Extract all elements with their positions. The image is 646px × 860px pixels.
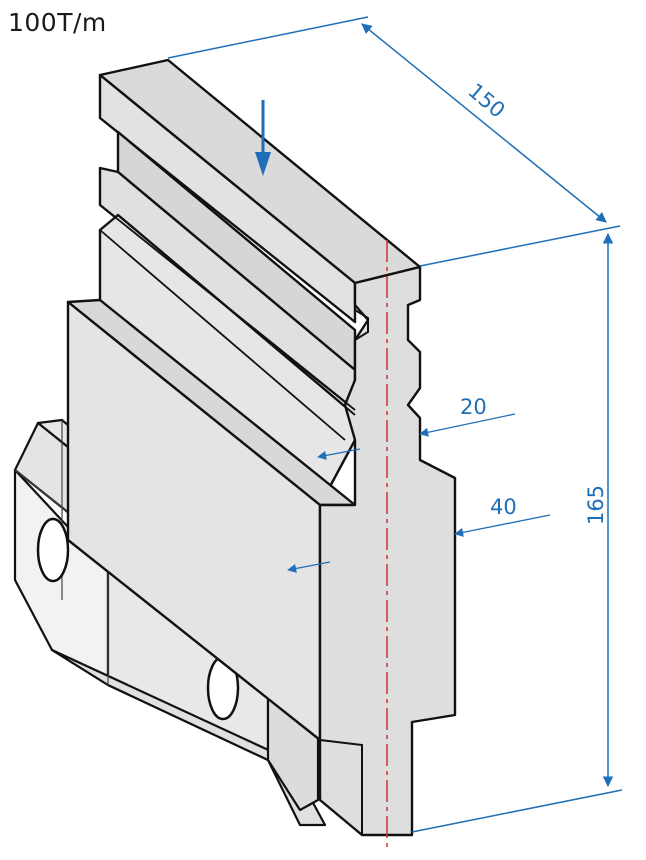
- groove-line: [117, 131, 356, 331]
- dimension-height-label: 165: [584, 485, 608, 525]
- dimension-width-body-label: 40: [490, 495, 517, 519]
- dimension-length: [167, 16, 621, 267]
- dimension-length-label: 150: [463, 79, 509, 123]
- dimension-width-body: [287, 514, 551, 573]
- dimension-width-top-label: 20: [460, 395, 487, 419]
- load-rating-label: 100T/m: [8, 8, 107, 37]
- dimension-height: [411, 232, 623, 833]
- dimension-width-top: [317, 413, 516, 460]
- groove-line: [117, 214, 356, 416]
- die-profile-step: [319, 739, 363, 835]
- circle-hole-icon: [36, 517, 70, 583]
- groove-line: [99, 229, 346, 441]
- arrow-down-icon: [255, 100, 271, 176]
- die-profile-edge: [354, 283, 369, 341]
- die-body: [66, 58, 422, 742]
- die-rail-front: [98, 73, 357, 324]
